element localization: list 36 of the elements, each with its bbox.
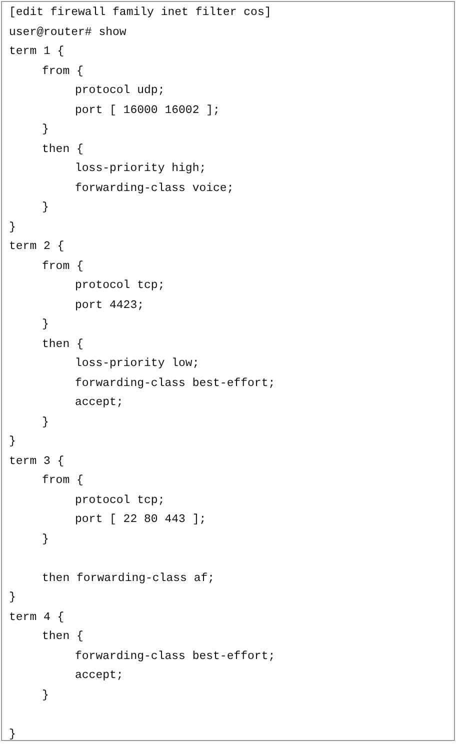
code-line: } <box>9 728 16 742</box>
code-line: forwarding-class best-effort; <box>75 376 276 390</box>
code-line: user@router# show <box>9 26 126 40</box>
code-line: protocol udp; <box>75 84 165 98</box>
code-line: from { <box>42 474 84 488</box>
code-line: } <box>42 318 49 332</box>
code-line: accept; <box>75 396 124 410</box>
code-line: loss-priority low; <box>75 357 200 371</box>
code-line: port 4423; <box>75 298 144 312</box>
code-line: [edit firewall family inet filter cos] <box>9 6 272 20</box>
code-line: } <box>42 416 49 430</box>
code-line: term 3 { <box>9 454 64 468</box>
code-line: then { <box>42 142 84 156</box>
code-line: } <box>9 591 16 605</box>
code-line: from { <box>42 260 84 274</box>
code-line: then { <box>42 338 84 352</box>
code-line: } <box>42 532 49 546</box>
code-line: port [ 22 80 443 ]; <box>75 513 206 527</box>
code-line: port [ 16000 16002 ]; <box>75 104 220 118</box>
code-line: } <box>42 201 49 215</box>
code-line: } <box>9 220 16 234</box>
code-line: } <box>42 688 49 702</box>
code-line: } <box>9 435 16 449</box>
code-line: term 4 { <box>9 610 64 624</box>
code-line: } <box>42 123 49 137</box>
code-line: then { <box>42 630 84 644</box>
code-line: protocol tcp; <box>75 279 165 293</box>
code-line: forwarding-class best-effort; <box>75 650 276 664</box>
code-line: accept; <box>75 669 124 683</box>
code-line: term 2 { <box>9 240 64 254</box>
code-line: term 1 { <box>9 45 64 59</box>
code-line: then forwarding-class af; <box>42 572 215 586</box>
code-line: from { <box>42 64 84 78</box>
code-line: protocol tcp; <box>75 494 165 508</box>
code-line: loss-priority high; <box>75 162 206 176</box>
code-line: forwarding-class voice; <box>75 182 234 196</box>
